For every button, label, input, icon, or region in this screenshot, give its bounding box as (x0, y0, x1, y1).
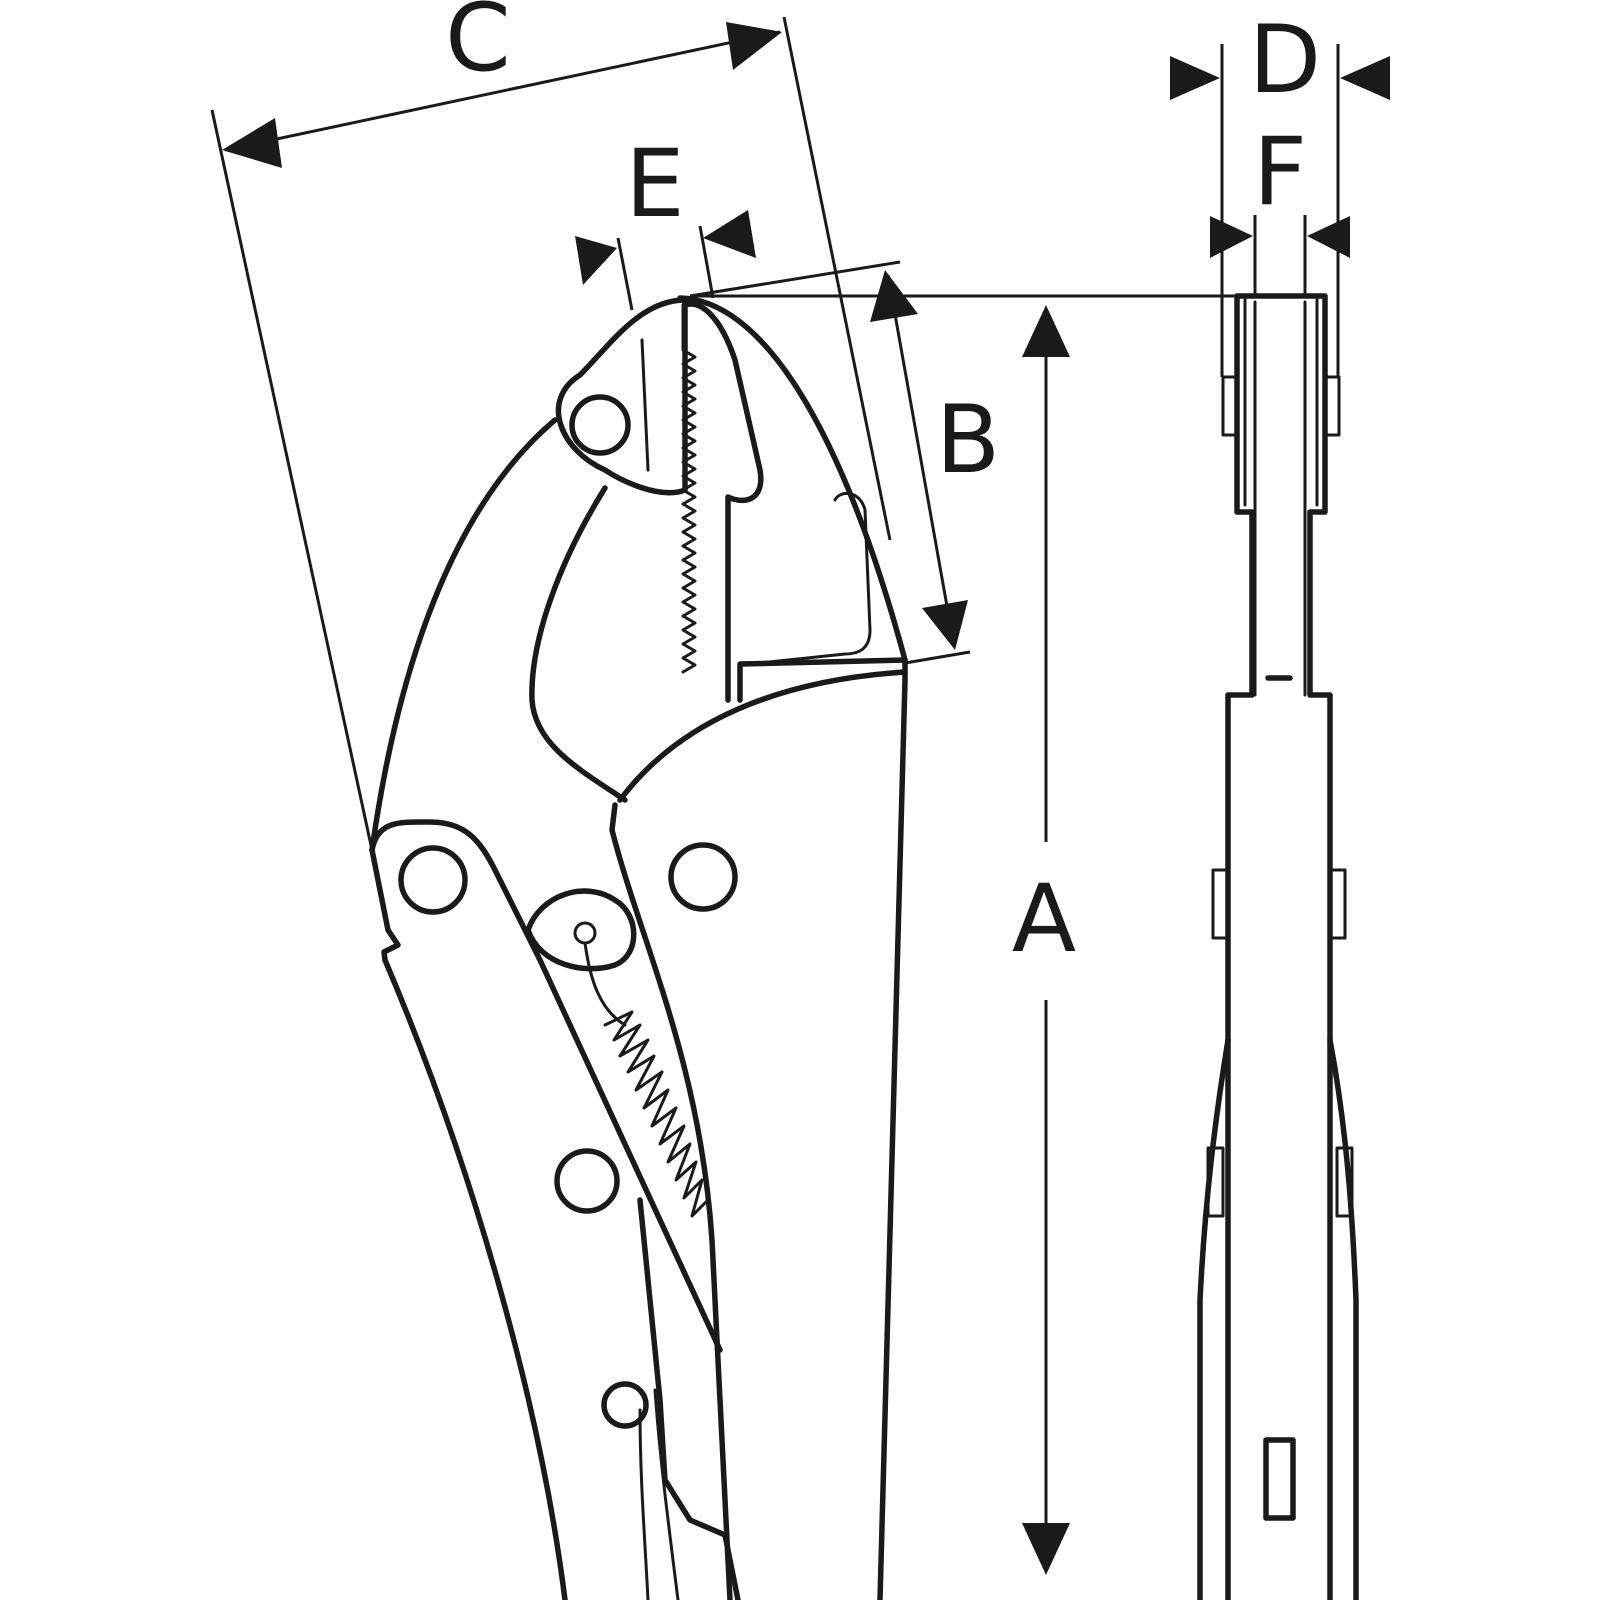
lower-jaw-outline (555, 297, 688, 496)
lower-handle-pivot-body (369, 819, 723, 1353)
pliers-side-view (369, 295, 908, 1600)
dim-a-arrow-bottom (1022, 1523, 1070, 1575)
front-handle-right-contour (1327, 1037, 1359, 1600)
dim-e-arrow-right (703, 210, 756, 258)
upper-pivot-rivet (668, 842, 738, 912)
front-handle-slot (1263, 1437, 1296, 1521)
upper-jaw-inner-face (682, 301, 764, 703)
dimension-lines: C E B A D F (210, 0, 1390, 1575)
jaw-body-curve (617, 669, 908, 803)
toggle-link-pin (573, 921, 597, 945)
lower-handle-notch (369, 847, 401, 963)
dim-e-extension-right (698, 225, 715, 299)
front-jaw-outer-left (1225, 293, 1255, 1600)
dim-b-extension-top (689, 260, 901, 298)
release-lever-rivet (601, 1381, 649, 1429)
front-rivet-boss-top-right (1323, 375, 1341, 437)
dim-d-arrow-left (1170, 56, 1220, 100)
dim-c-line (224, 30, 781, 152)
dim-b-line (886, 274, 955, 641)
dim-b-arrow-bottom (922, 600, 968, 650)
jaw-slot (748, 491, 872, 666)
dim-f-arrow-right (1307, 216, 1350, 258)
lower-handle-outer-edge (369, 417, 558, 853)
jaw-pivot-rivet (569, 394, 631, 456)
pliers-front-view (1197, 293, 1359, 1600)
jaw-bottom-edge (737, 657, 908, 703)
dim-f-arrow-left (1210, 216, 1253, 258)
lower-handle-lower-edge (382, 957, 568, 1600)
dim-a-arrow-top (1022, 305, 1070, 357)
dim-c-extension-left (210, 109, 374, 851)
lower-handle-rivet (554, 1148, 620, 1214)
dim-label-f: F (1253, 118, 1307, 227)
dim-label-c: C (445, 0, 511, 93)
spring (603, 1010, 710, 1218)
dim-label-e: E (625, 130, 684, 239)
upper-jaw-teeth (681, 303, 697, 674)
release-lever-inner (653, 1388, 680, 1600)
lower-jaw-inner-line (640, 338, 650, 472)
release-lever-inner-2 (638, 1408, 650, 1600)
front-handle-left-contour (1197, 1037, 1231, 1600)
dim-c-arrow-right (726, 22, 782, 70)
dim-label-b: B (936, 386, 1001, 495)
dim-e-extension-left (616, 237, 634, 311)
dim-d-arrow-right (1340, 56, 1390, 100)
dim-b-extension-bottom (904, 650, 971, 665)
upper-handle-left-edge (609, 802, 733, 1600)
upper-jaw-outline (677, 295, 908, 1600)
dim-label-a: A (1012, 865, 1076, 974)
dim-e-arrow-left (575, 236, 617, 285)
front-rivet-boss-mid-right (1328, 868, 1347, 940)
toggle-link (525, 888, 637, 972)
lower-jaw-arm (529, 485, 628, 803)
dim-c-extension-right (782, 16, 892, 541)
front-rivet-boss-mid-left (1211, 868, 1230, 940)
dim-label-d: D (1249, 6, 1321, 115)
spring-hook (583, 941, 627, 1027)
dim-c-arrow-left (222, 118, 282, 168)
release-lever (637, 1197, 741, 1600)
front-rivet-boss-top-left (1221, 375, 1239, 437)
handle-pivot-rivet (398, 845, 468, 915)
